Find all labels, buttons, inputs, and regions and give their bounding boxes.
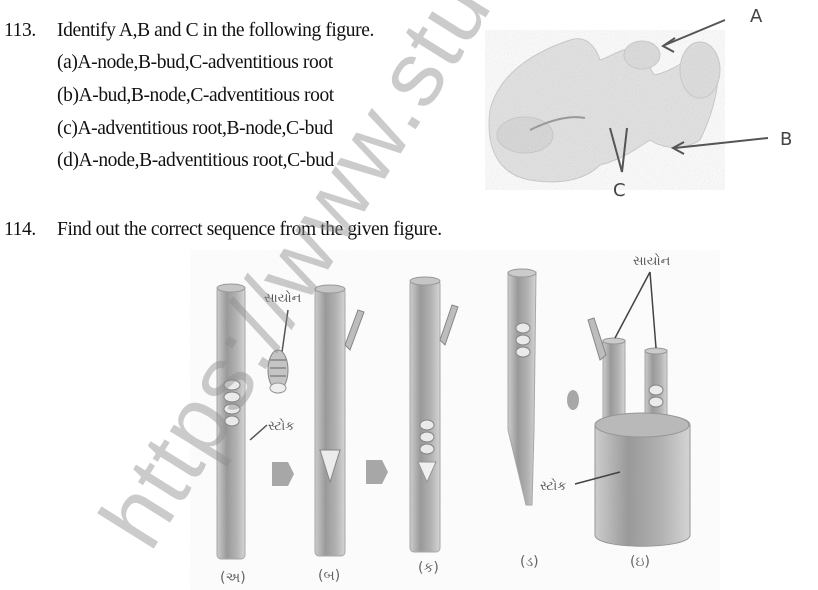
caption-2: (બ) <box>318 568 340 584</box>
label-b: B <box>780 129 792 150</box>
stage-2-stem <box>314 284 365 557</box>
stage-5-cleft-graft <box>587 317 691 547</box>
arrow-a <box>661 19 726 53</box>
stage-4-scion-wedge <box>507 268 537 506</box>
scion-label: સાયોન <box>264 290 302 306</box>
ginger-rhizome-figure: A B C <box>485 6 792 200</box>
option-d: (d)A-node,B-adventitious root,C-bud <box>57 150 334 171</box>
label-c: C <box>613 180 626 200</box>
option-a: (a)A-node,B-bud,C-adventitious root <box>57 52 333 73</box>
scion-pointer-lines <box>614 271 657 349</box>
label-a: A <box>750 6 763 27</box>
question-text: Identify A,B and C in the following figu… <box>57 20 374 41</box>
caption-4: (ડ) <box>520 554 539 570</box>
question-number: 114. <box>4 219 36 240</box>
caption-3: (ક) <box>418 560 439 576</box>
arrow-b <box>670 137 769 155</box>
scion-label-2: સાયોન <box>633 253 671 269</box>
arrow-c <box>609 127 628 173</box>
question-number: 113. <box>4 20 36 41</box>
option-c: (c)A-adventitious root,B-node,C-bud <box>57 118 333 139</box>
stock-label-2: સ્ટોક <box>540 478 566 494</box>
option-b: (b)A-bud,B-node,C-adventitious root <box>57 85 334 106</box>
stage-1-stock <box>216 283 246 560</box>
caption-5: (ઇ) <box>630 554 650 570</box>
caption-1: (અ) <box>220 570 246 586</box>
sequence-arrow <box>567 390 579 410</box>
question-text: Find out the correct sequence from the g… <box>57 219 442 240</box>
stage-3-stem <box>409 276 459 553</box>
sequence-arrow <box>366 460 388 484</box>
stock-label: સ્ટોક <box>268 418 294 434</box>
stage-1-scion-bud <box>267 309 289 394</box>
sequence-arrow <box>272 462 294 486</box>
grafting-sequence-figure: સાયોન સ્ટોક (અ) (બ) (ક) (ડ) <box>190 250 720 590</box>
